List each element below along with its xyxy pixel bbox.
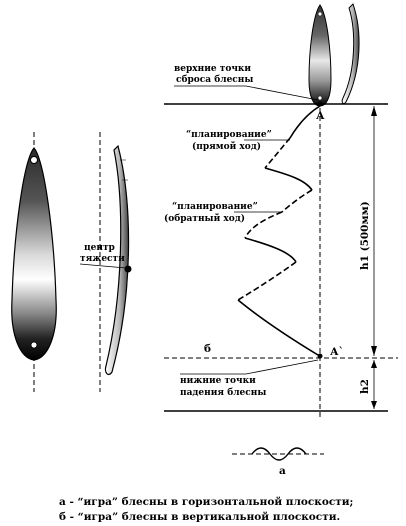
lure-trajectory: [237, 105, 321, 356]
legend-line-a: а - “игра” блесны в горизонтальной плоск…: [59, 496, 353, 508]
h1-dimension: [371, 106, 377, 356]
wave-label: а: [279, 465, 286, 477]
h1-label: h1 (500мм): [359, 201, 371, 270]
upper-points-label-2: сброса блесны: [176, 74, 253, 85]
gravity-center-label-2: тяжести: [80, 254, 125, 264]
lure-side-large: [99, 132, 132, 392]
lower-points-label-2: падения блесны: [180, 387, 266, 398]
lower-points-leader: [245, 359, 319, 375]
lure-front-small: [308, 4, 332, 107]
point-a-label: А: [316, 110, 325, 122]
gravity-center-dot: [124, 265, 132, 273]
lure-front-large: [11, 132, 57, 392]
legend-line-b: б - “игра” блесны в вертикальной плоскос…: [59, 511, 340, 523]
h2-dimension: [371, 360, 377, 409]
planing-direct-label-1: “планирование”: [186, 130, 272, 140]
point-a-prime-dot: [317, 353, 323, 359]
gravity-center-leader: [79, 263, 127, 269]
point-b-label: б: [204, 343, 211, 355]
planing-direct-label-2: (прямой ход): [192, 141, 261, 152]
upper-points-leader: [245, 85, 319, 101]
lower-points-label-1: нижние точки: [180, 376, 256, 386]
horizontal-play-wave: [232, 447, 324, 461]
point-a-dot: [317, 101, 323, 107]
gravity-center-label-1: центр: [84, 243, 115, 253]
planing-reverse-label-2: (обратный ход): [164, 213, 245, 224]
planing-reverse-label-1: “планирование”: [172, 202, 258, 212]
point-a-prime-label: А`: [330, 346, 344, 358]
h2-label: h2: [359, 379, 371, 394]
lure-side-small: [341, 3, 360, 105]
upper-points-label-1: верхние точки: [174, 64, 251, 74]
